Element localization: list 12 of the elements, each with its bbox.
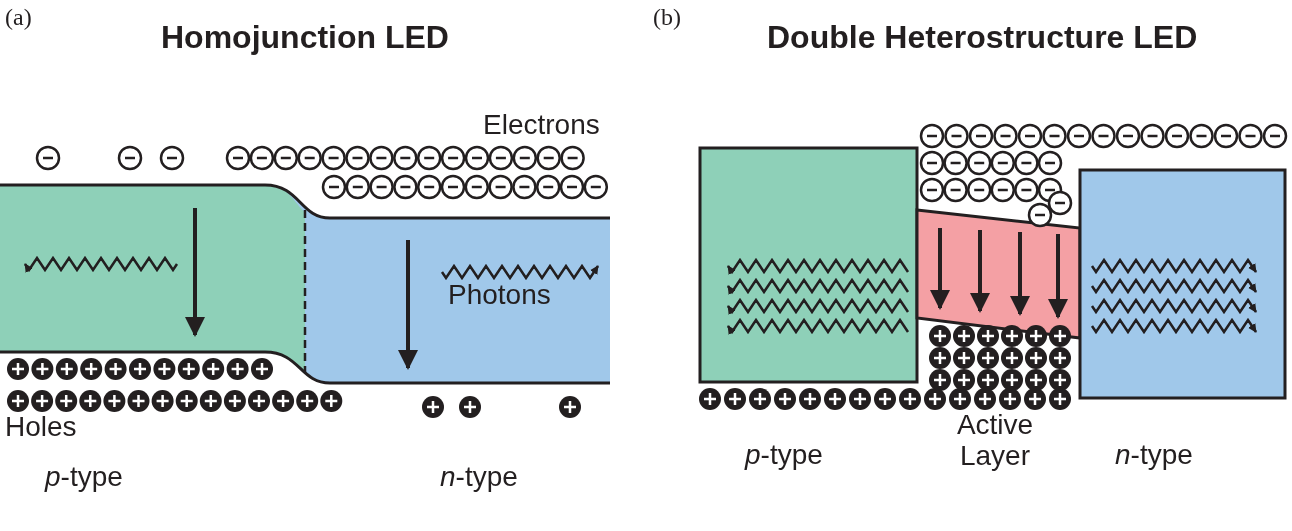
region-label: Active Layer — [955, 410, 1035, 472]
region-label: n-type — [440, 462, 518, 493]
carrier-label: Photons — [448, 280, 551, 311]
carrier-label: Electrons — [483, 110, 600, 141]
panel-label: (a) — [5, 4, 32, 31]
panel-label: (b) — [653, 4, 681, 31]
region-label: n-type — [1115, 440, 1193, 471]
panel-title: Double Heterostructure LED — [767, 20, 1198, 56]
panel-title: Homojunction LED — [161, 20, 449, 56]
region-label: p-type — [745, 440, 823, 471]
carrier-label: Holes — [5, 412, 77, 443]
region-label: p-type — [45, 462, 123, 493]
